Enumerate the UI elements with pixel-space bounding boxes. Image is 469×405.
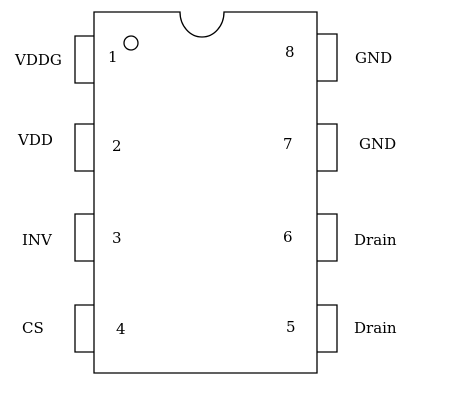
pin-8-lead [317, 33, 338, 82]
pin-1-lead [74, 35, 94, 84]
pin-4-lead [74, 304, 94, 353]
pin-2-label: VDD [17, 131, 53, 149]
pin-7-lead [317, 123, 338, 172]
pin-8-label: GND [355, 49, 392, 67]
pin-2-lead [74, 123, 94, 172]
ic-body [93, 11, 318, 374]
pin-7-label: GND [359, 135, 396, 153]
pin-5-lead [317, 304, 338, 353]
pin-7-number: 7 [283, 135, 293, 153]
pin-4-number: 4 [116, 320, 126, 338]
right-pins [317, 33, 338, 353]
pin-8-number: 8 [285, 43, 295, 61]
pin-5-label: Drain [354, 319, 397, 337]
pin-1-number: 1 [108, 48, 118, 66]
left-pins [74, 35, 94, 353]
pin1-marker-dot [123, 35, 139, 51]
pin-5-number: 5 [286, 318, 296, 336]
pin-6-number: 6 [283, 228, 293, 246]
pin-4-label: CS [22, 319, 44, 337]
pin-1-label: VDDG [14, 51, 62, 69]
pin-6-label: Drain [354, 231, 397, 249]
pin-6-lead [317, 213, 338, 262]
pin-2-number: 2 [112, 137, 122, 155]
pin-3-label: INV [22, 231, 53, 249]
pin-3-lead [74, 213, 94, 262]
pin-3-number: 3 [112, 229, 122, 247]
